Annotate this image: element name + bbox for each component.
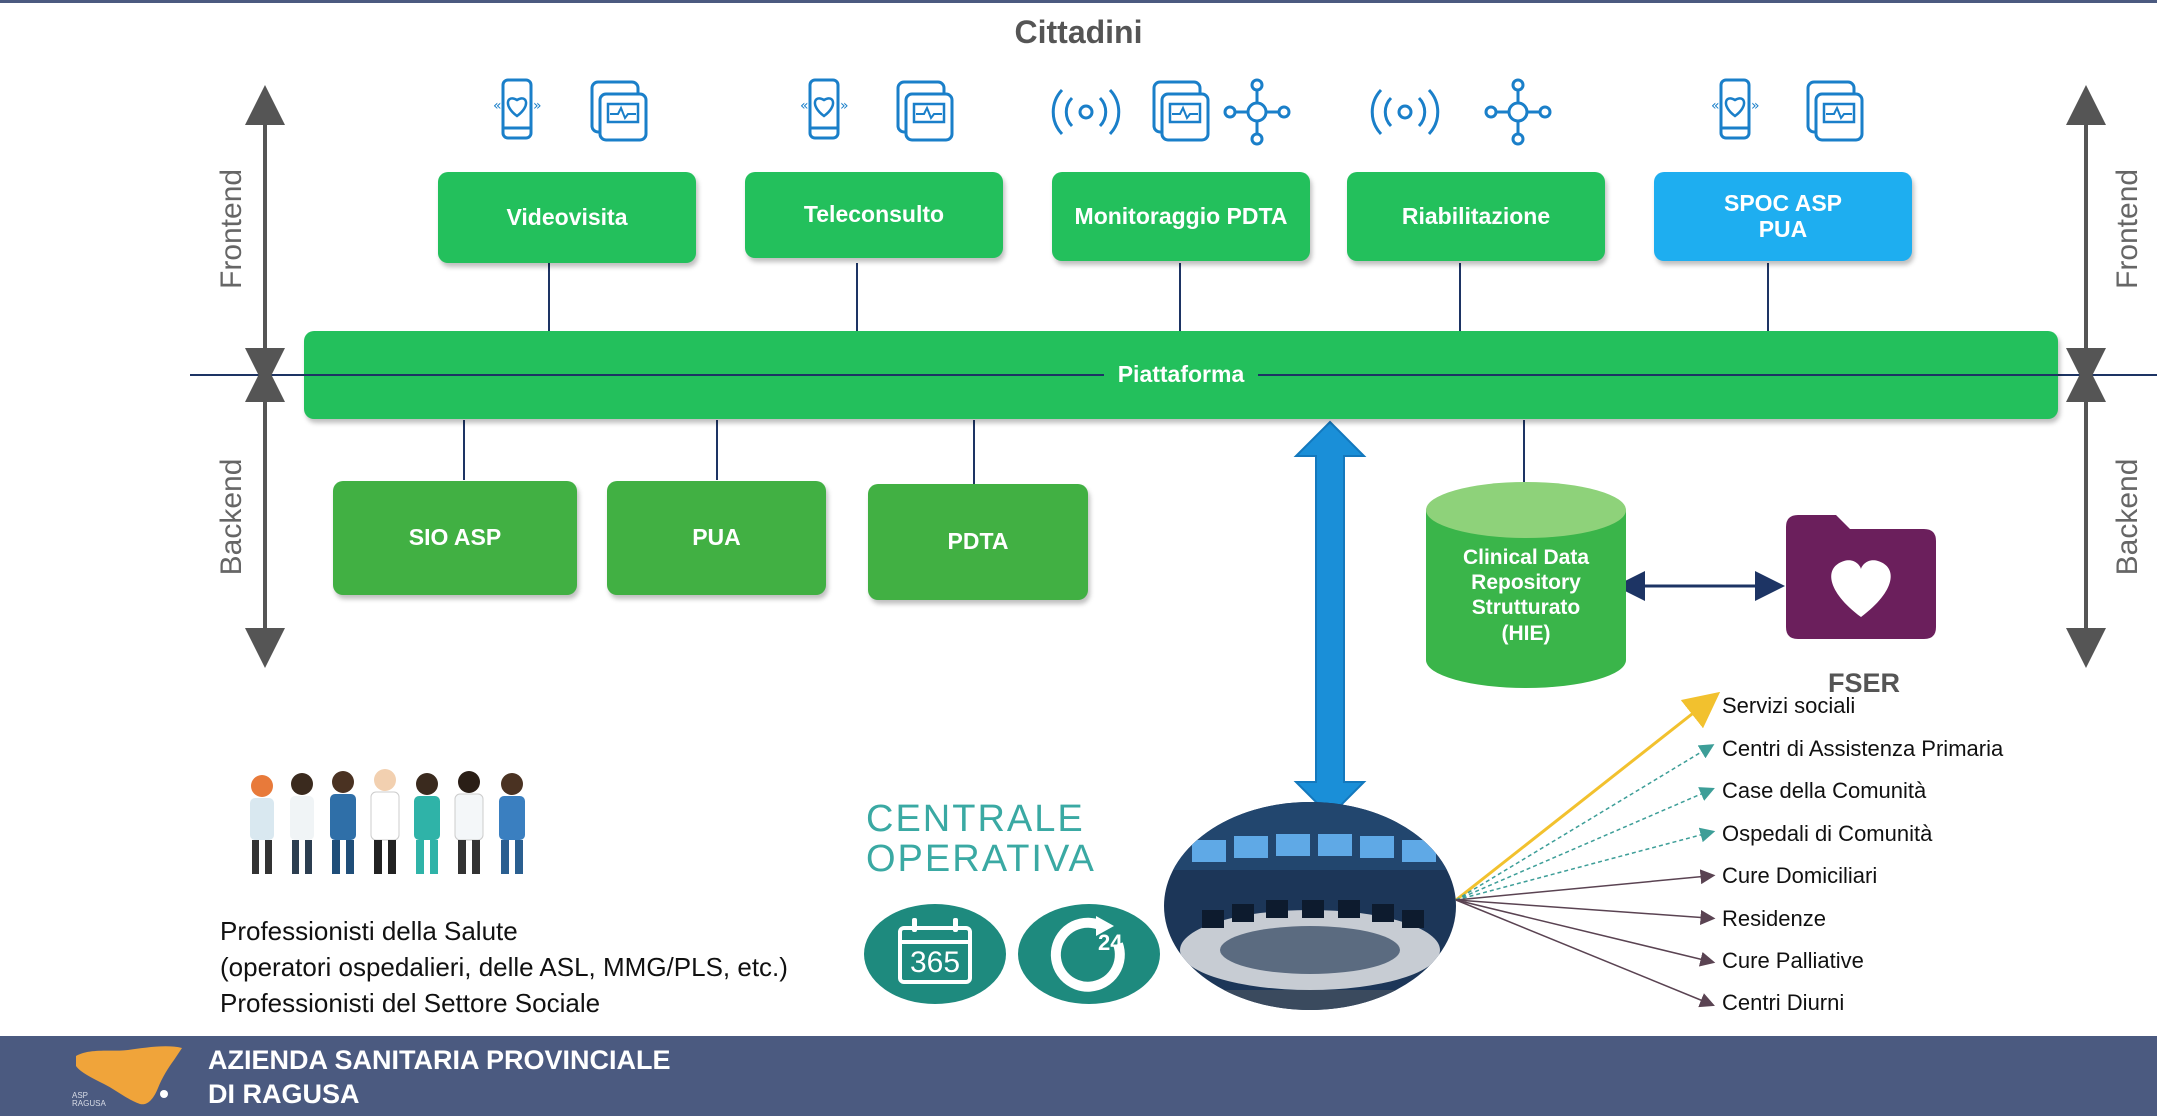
- clock-24h-icon: 24: [1018, 904, 1160, 1004]
- destination-servizi-sociali: Servizi sociali: [1722, 693, 1856, 718]
- destination-cure-palliative: Cure Palliative: [1722, 948, 1864, 973]
- footer-bar: ASP RAGUSA AZIENDA SANITARIA PROVINCIALE…: [0, 1036, 2157, 1116]
- phone-icon: [491, 78, 544, 140]
- service-monitoraggio-pdta[interactable]: Monitoraggio PDTA: [1052, 172, 1310, 261]
- platform-bar[interactable]: Piattaforma: [304, 331, 2058, 419]
- backend-label-right: Backend: [2111, 458, 2144, 576]
- professionals-line-2: (operatori ospedalieri, delle ASL, MMG/P…: [220, 952, 788, 982]
- calendar-text: 365: [909, 946, 961, 979]
- platform-label: Piattaforma: [1103, 362, 1259, 388]
- backend-label-left: Backend: [215, 458, 248, 576]
- frontend-label-left: Frontend: [215, 168, 248, 289]
- destination-centri-assistenza-primaria: Centri di Assistenza Primaria: [1722, 736, 2004, 761]
- fser-label: FSER: [1828, 668, 1901, 698]
- destination-ospedali-comunita: Ospedali di Comunità: [1722, 821, 1933, 846]
- fan-arrows: [1455, 691, 1721, 1008]
- network-hub-icon: [1484, 78, 1552, 146]
- centrale-title-line-1: CENTRALE: [866, 798, 1085, 840]
- service-spoc-asp-pua[interactable]: SPOC ASP PUA: [1654, 172, 1912, 261]
- footer-logo-text: ASP RAGUSA: [72, 1091, 106, 1108]
- destination-case-comunita: Case della Comunità: [1722, 778, 1927, 803]
- professionals-line-3: Professionisti del Settore Sociale: [220, 988, 601, 1018]
- device-icons: « »: [491, 78, 1864, 146]
- calendar-365-icon: 365: [864, 904, 1006, 1004]
- frontend-label-right: Frontend: [2111, 168, 2144, 289]
- footer-org-line-1: AZIENDA SANITARIA PROVINCIALE: [208, 1045, 671, 1075]
- platform-centrale-arrow: [1293, 420, 1367, 818]
- footer-org-line-2: DI RAGUSA: [208, 1079, 360, 1109]
- centrale-title-line-2: OPERATIVA: [866, 838, 1096, 880]
- monitor-icon: [896, 80, 954, 142]
- destination-centri-diurni: Centri Diurni: [1722, 990, 1845, 1015]
- backend-sio-asp[interactable]: SIO ASP: [333, 481, 577, 595]
- top-border: [0, 0, 2157, 3]
- destination-cure-domiciliari: Cure Domiciliari: [1722, 863, 1878, 888]
- page-title: Cittadini: [1014, 14, 1143, 50]
- monitor-icon: [1806, 80, 1864, 142]
- monitor-icon: [1152, 80, 1210, 142]
- service-riabilitazione[interactable]: Riabilitazione: [1347, 172, 1605, 261]
- repository-cylinder[interactable]: [1424, 480, 1628, 692]
- backend-pdta[interactable]: PDTA: [868, 484, 1088, 600]
- service-videovisita[interactable]: Videovisita: [438, 172, 696, 263]
- professionals-line-1: Professionisti della Salute: [220, 916, 518, 946]
- phone-icon: [798, 78, 851, 140]
- network-hub-icon: [1223, 78, 1291, 146]
- phone-icon: [1709, 78, 1762, 140]
- destination-residenze: Residenze: [1722, 906, 1826, 931]
- repository-label: Clinical Data Repository Strutturato (HI…: [1462, 546, 1590, 645]
- backend-pua[interactable]: PUA: [607, 481, 826, 595]
- wireless-signal-icon: [1051, 88, 1121, 136]
- control-room-image: [1164, 802, 1456, 1010]
- clock-text: 24: [1098, 930, 1123, 955]
- sicily-logo-icon: [76, 1046, 182, 1105]
- wireless-signal-icon: [1370, 88, 1440, 136]
- heart-icon: [1831, 560, 1891, 617]
- fser-folder-icon[interactable]: [1786, 515, 1936, 639]
- service-teleconsulto[interactable]: Teleconsulto: [745, 172, 1003, 258]
- healthcare-professionals-illustration: [250, 769, 525, 874]
- monitor-icon: [590, 80, 648, 142]
